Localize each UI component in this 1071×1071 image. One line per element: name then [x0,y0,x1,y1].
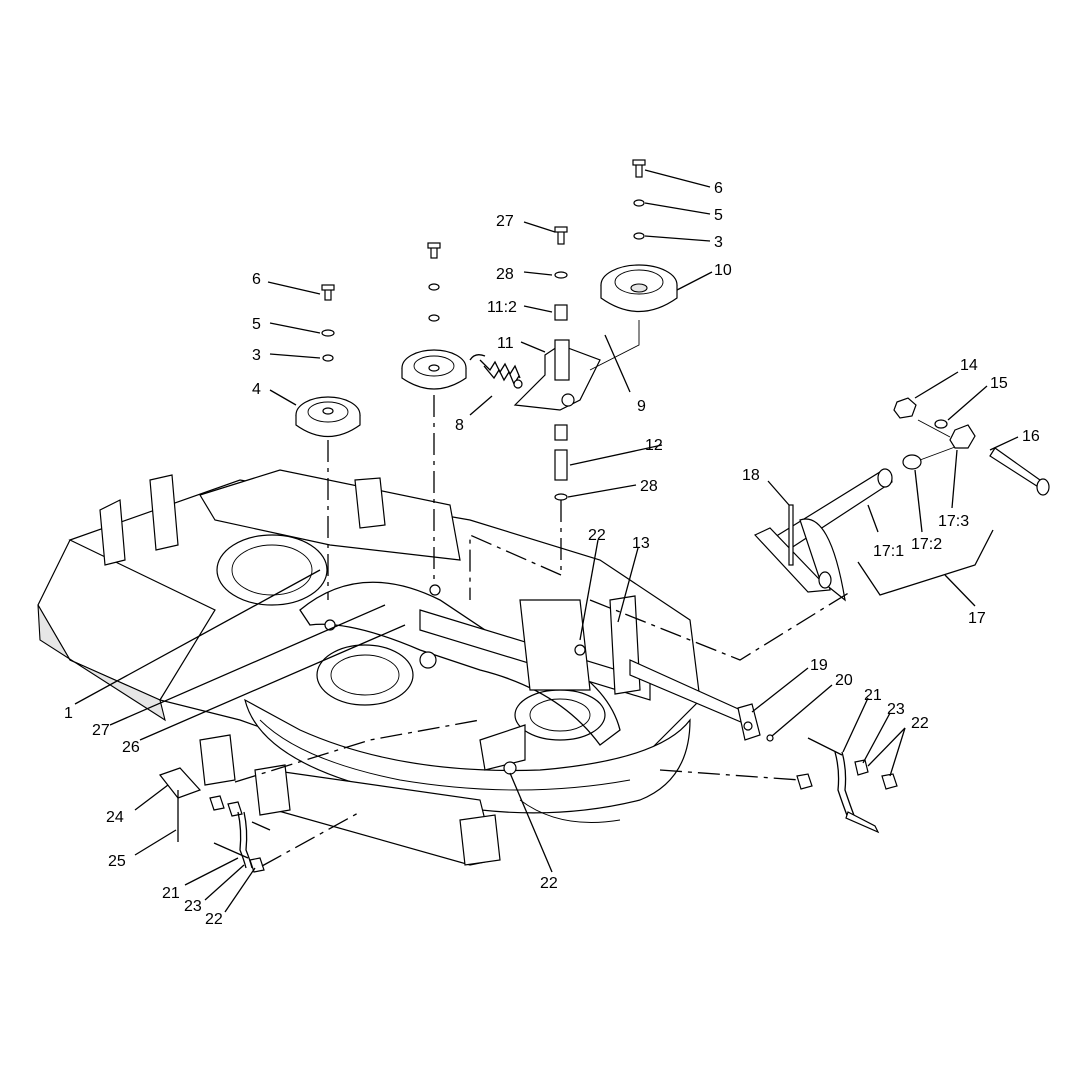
right-idler-pulley [589,159,678,371]
callout-17: 17 [968,610,986,627]
callout-22: 22 [205,911,223,928]
callout-25: 25 [108,853,126,870]
callout-22: 22 [588,527,606,544]
left-hanger-chain [159,719,481,873]
callout-8: 8 [455,417,464,434]
callout-6: 6 [252,271,261,288]
idler-arm-assembly [469,226,601,600]
callout-14: 14 [960,357,978,374]
callout-18: 18 [742,467,760,484]
callout-11-2: 11:2 [487,299,517,316]
callout-6: 6 [714,180,723,197]
callout-23: 23 [184,898,202,915]
callout-15: 15 [990,375,1008,392]
callout-16: 16 [1022,428,1040,445]
leader-lines [74,169,1019,913]
callout-20: 20 [835,672,853,689]
callout-3: 3 [252,347,261,364]
callout-21: 21 [162,885,180,902]
callout-22: 22 [540,875,558,892]
callout-12: 12 [645,437,663,454]
callout-4: 4 [252,381,261,398]
right-hanger-chain [659,737,898,834]
callout-3: 3 [714,234,723,251]
callout-17-3: 17:3 [938,513,969,530]
lift-rod-assembly [753,397,1050,602]
callout-17-1: 17:1 [873,543,904,560]
callout-11: 11 [497,335,514,352]
callout-9: 9 [637,398,646,415]
callout-10: 10 [714,262,732,279]
spring [469,354,523,389]
center-pulley-stack [401,242,467,580]
callout-labels: 6 5 3 4 27 28 11:2 11 8 9 6 5 3 10 12 28… [64,180,1040,928]
callout-28: 28 [496,266,514,283]
callout-21: 21 [864,687,882,704]
callout-1: 1 [64,705,73,722]
callout-19: 19 [810,657,828,674]
callout-27: 27 [92,722,110,739]
callout-26: 26 [122,739,140,756]
left-pulley-stack [295,284,361,600]
callout-22: 22 [911,715,929,732]
callout-5: 5 [714,207,723,224]
callout-5: 5 [252,316,261,333]
callout-24: 24 [106,809,124,826]
lift-shaft [589,591,851,742]
mower-deck [37,469,701,866]
callout-13: 13 [632,535,650,552]
callout-28: 28 [640,478,658,495]
callout-23: 23 [887,701,905,718]
callout-17-2: 17:2 [911,536,942,553]
callout-27: 27 [496,213,514,230]
